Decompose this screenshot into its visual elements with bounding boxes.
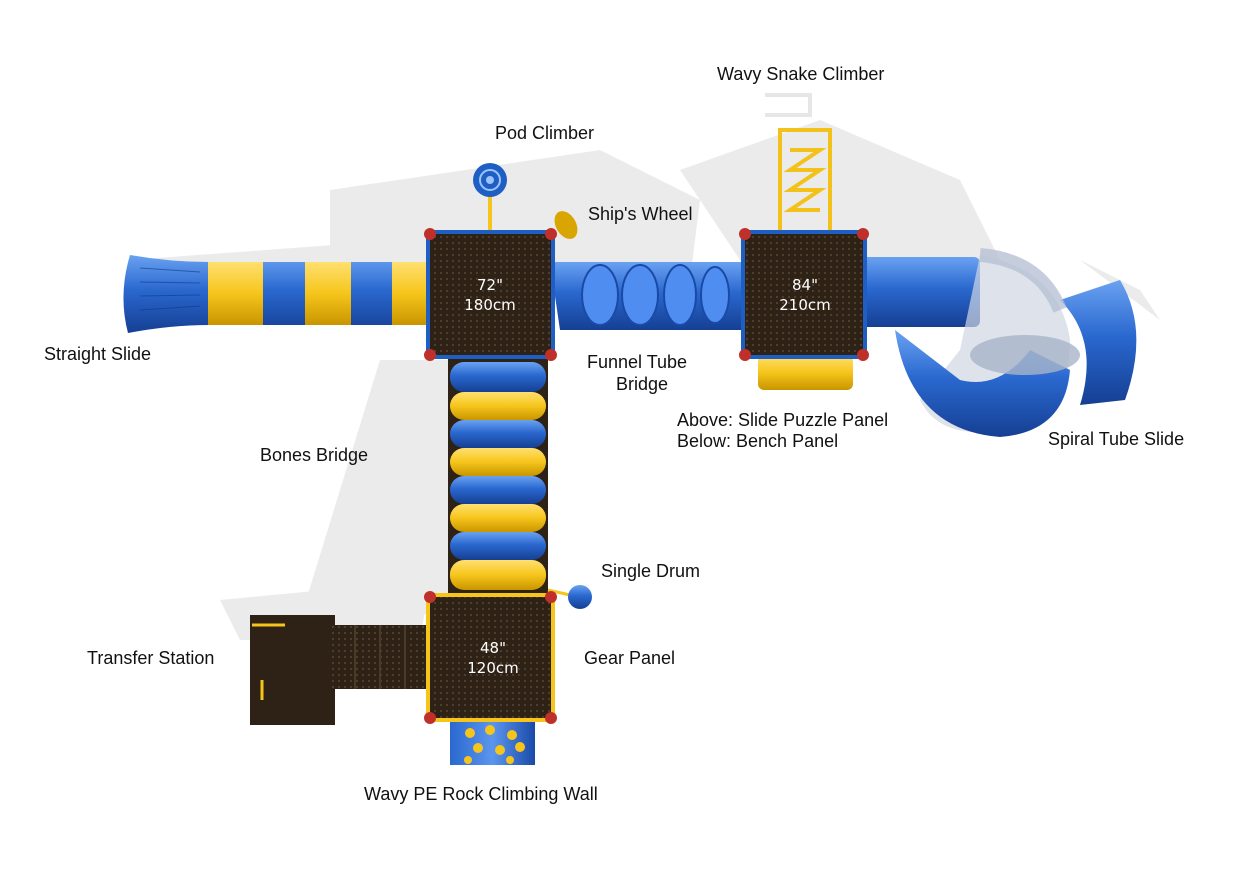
bridge-planks (450, 362, 546, 590)
spiral-connector-tube (860, 257, 980, 327)
label-ships-wheel: Ship's Wheel (588, 204, 693, 224)
label-gear-panel: Gear Panel (584, 648, 676, 668)
wavy-snake-climber (765, 93, 832, 232)
label-bench-panel: Below: Bench Panel (677, 431, 839, 451)
spiral-tube-slide (895, 248, 1137, 437)
pod-climber (473, 163, 507, 232)
deck-48-height-in: 48" (480, 639, 506, 657)
deck-72: 72" 180cm (426, 230, 555, 359)
transfer-station (250, 615, 432, 725)
label-bones-bridge: Bones Bridge (260, 445, 369, 465)
label-transfer-station: Transfer Station (87, 648, 215, 668)
ships-wheel (554, 211, 578, 239)
bones-bridge (448, 358, 548, 596)
funnel-tube-bridge (550, 262, 745, 330)
label-straight-slide: Straight Slide (44, 344, 152, 364)
deck-72-height-in: 72" (477, 276, 503, 294)
slide-puzzle-bench-panel (758, 355, 853, 390)
label-funnel-tube-bridge-1: Funnel Tube (587, 352, 688, 372)
deck-84-height-in: 84" (792, 276, 818, 294)
label-spiral-tube-slide: Spiral Tube Slide (1048, 429, 1185, 449)
deck-posts (424, 228, 869, 724)
label-slide-puzzle-panel: Above: Slide Puzzle Panel (677, 410, 889, 430)
straight-slide (123, 255, 428, 333)
wavy-pe-rock-climbing-wall (450, 720, 535, 765)
deck-84: 84" 210cm (741, 230, 867, 359)
single-drum (547, 585, 592, 609)
label-single-drum: Single Drum (601, 561, 701, 581)
deck-48: 48" 120cm (426, 593, 555, 722)
label-funnel-tube-bridge-2: Bridge (616, 374, 669, 394)
label-wavy-snake-climber: Wavy Snake Climber (717, 64, 885, 84)
label-pod-climber: Pod Climber (495, 123, 595, 143)
deck-84-height-cm: 210cm (779, 296, 831, 314)
deck-48-height-cm: 120cm (467, 659, 519, 677)
label-wavy-pe-rock-climbing-wall: Wavy PE Rock Climbing Wall (364, 784, 598, 804)
deck-72-height-cm: 180cm (464, 296, 516, 314)
